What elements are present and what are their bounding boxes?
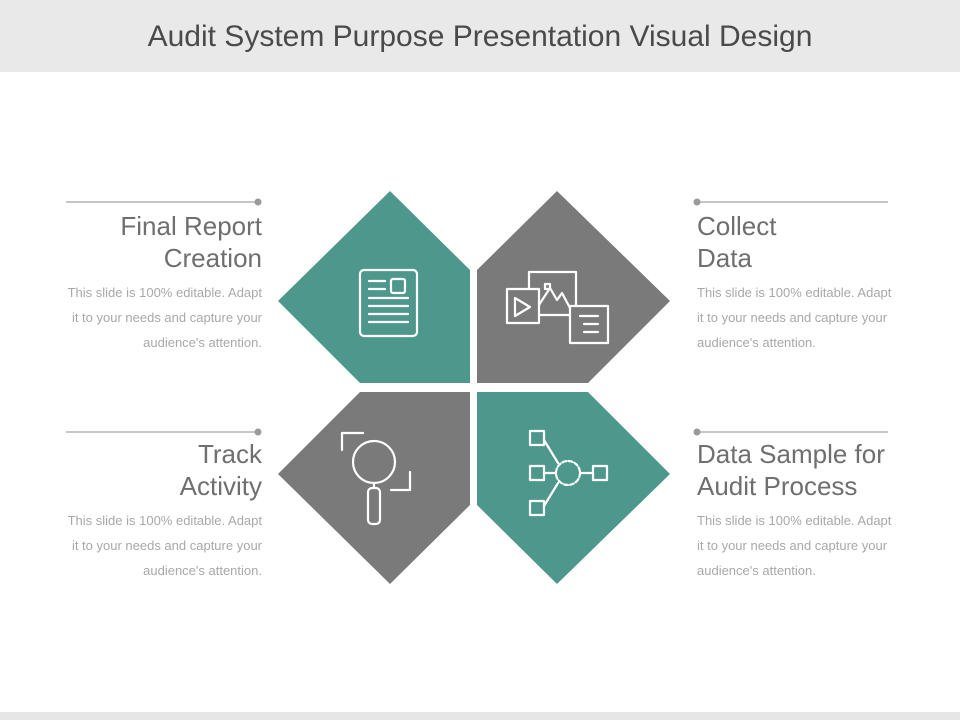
block-heading: Final Report Creation <box>120 211 262 273</box>
block-description: This slide is 100% editable. Adapt it to… <box>697 513 892 578</box>
media-files-icon <box>505 270 610 345</box>
block-heading: Data Sample for Audit Process <box>697 439 885 501</box>
block-collect-data: Collect Data This slide is 100% editable… <box>697 210 913 355</box>
title-bar: Audit System Purpose Presentation Visual… <box>0 0 960 72</box>
tile-data-sample <box>477 392 670 584</box>
connector-data-sample <box>693 428 888 436</box>
magnifier-icon <box>340 431 412 526</box>
bottom-bar <box>0 712 960 720</box>
connector-collect-data <box>693 198 888 206</box>
slide-title: Audit System Purpose Presentation Visual… <box>147 20 813 53</box>
block-description: This slide is 100% editable. Adapt it to… <box>67 285 262 350</box>
block-heading: Collect Data <box>697 211 777 273</box>
tile-final-report <box>278 191 470 383</box>
block-description: This slide is 100% editable. Adapt it to… <box>697 285 892 350</box>
block-data-sample: Data Sample for Audit Process This slide… <box>697 438 913 583</box>
block-heading: Track Activity <box>179 439 262 501</box>
block-description: This slide is 100% editable. Adapt it to… <box>67 513 262 578</box>
block-final-report: Final Report Creation This slide is 100%… <box>46 210 262 355</box>
connector-track-activity <box>66 428 262 436</box>
document-icon <box>358 268 419 338</box>
block-track-activity: Track Activity This slide is 100% editab… <box>46 438 262 583</box>
network-gear-icon <box>528 429 609 517</box>
connector-final-report <box>66 198 262 206</box>
